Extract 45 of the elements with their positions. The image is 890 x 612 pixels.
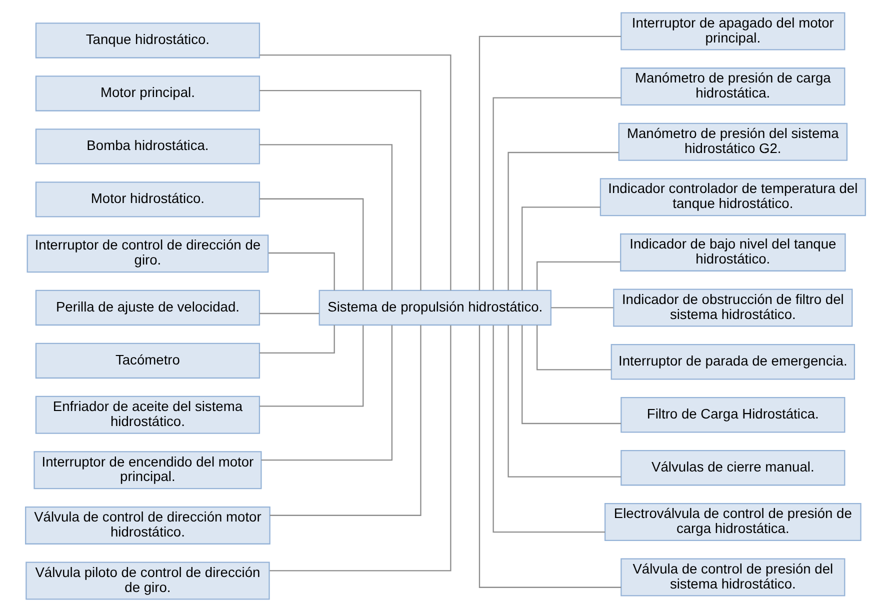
node-box: Enfriador de aceite del sistema hidrostático. (34, 396, 260, 434)
node-box: Indicador de obstrucción de filtro del sistema hidrostático. (612, 288, 852, 327)
connector (259, 325, 364, 407)
node-box: Indicador controlador de temperatura del tanque hidrostático. (599, 178, 866, 216)
node-box: Electroválvula de control de presión de carga hidrostática. (604, 502, 861, 541)
node-box: Interruptor de apagado del motor principal. (620, 12, 845, 50)
node-box: Motor principal. (34, 76, 260, 112)
node-box: Indicador de bajo nivel del tanque hidrostático. (620, 233, 846, 272)
node-box: Manómetro de presión de carga hidrostática. (620, 68, 845, 106)
connector (521, 325, 621, 424)
connector (550, 307, 613, 308)
node-box: Interruptor de control de dirección de giro. (26, 234, 268, 273)
connector (478, 325, 621, 588)
node-box: Sistema de propulsión hidrostático. (318, 290, 551, 326)
node-box: Perilla de ajuste de velocidad. (34, 290, 260, 326)
connector (259, 198, 364, 290)
connector (492, 325, 605, 533)
connector (259, 325, 334, 354)
node-box: Válvula de control de dirección motor hidrostático. (24, 506, 270, 544)
node-box: Motor hidrostático. (34, 182, 260, 218)
connector (507, 325, 620, 478)
node-box: Válvula de control de presión del sistema hidrostático. (620, 558, 845, 596)
connector (269, 325, 451, 572)
connector (268, 252, 334, 290)
connector (258, 144, 392, 290)
connector (507, 152, 618, 290)
node-box: Tanque hidrostático. (34, 22, 260, 58)
connector (478, 36, 621, 290)
node-box: Filtro de Carga Hidrostática. (620, 397, 845, 433)
connector (259, 90, 421, 290)
node-box: Tacómetro (34, 342, 260, 379)
node-box: Válvula piloto de control de dirección de giro. (25, 562, 270, 600)
node-box: Válvulas de cierre manual. (620, 450, 845, 486)
node-box: Manómetro de presión del sistema hidrostático G2. (618, 122, 848, 161)
connector (536, 325, 611, 370)
connector (536, 261, 620, 290)
connector (521, 206, 600, 290)
node-box: Interruptor de encendido del motor principal. (33, 451, 262, 490)
connector (259, 54, 451, 290)
node-box: Interruptor de parada de emergencia. (610, 344, 855, 380)
connector (259, 312, 319, 314)
connector (269, 325, 421, 516)
connector (260, 325, 392, 461)
connector (492, 97, 620, 290)
node-box: Bomba hidrostática. (34, 128, 260, 164)
